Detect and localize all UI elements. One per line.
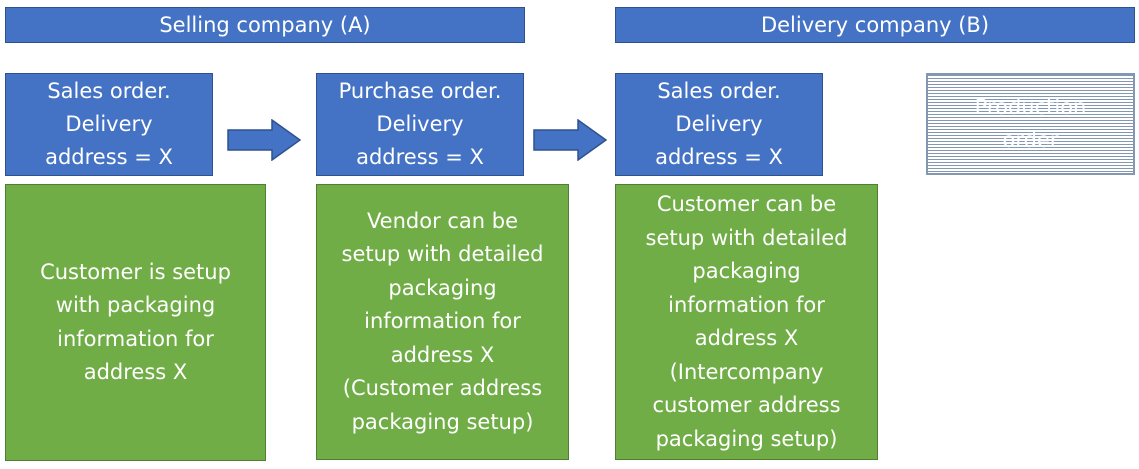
customer-packaging-box: Customer is setup with packaging informa… (5, 184, 266, 461)
production-order-text: Production order (975, 91, 1087, 157)
header-delivery-company: Delivery company (B) (615, 7, 1135, 43)
intercompany-packaging-text: Customer can be setup with detailed pack… (646, 188, 848, 456)
production-order-line-1: Production (974, 95, 1087, 119)
customer-packaging-line-3: information for (57, 326, 214, 351)
vendor-packaging-line-6: (Customer address (342, 376, 543, 401)
vendor-packaging-line-1: Vendor can be (366, 208, 519, 233)
sales-order-b-line-1: Sales order. (657, 79, 781, 103)
sales-order-b-text: Sales order. Delivery address = X (655, 75, 783, 174)
purchase-order-text: Purchase order. Delivery address = X (339, 75, 502, 174)
customer-packaging-text: Customer is setup with packaging informa… (40, 256, 231, 390)
sales-order-b-box: Sales order. Delivery address = X (615, 73, 823, 176)
sales-order-b-line-3: address = X (655, 145, 783, 169)
sales-order-a-line-1: Sales order. (47, 79, 171, 103)
header-delivery-company-label: Delivery company (B) (760, 13, 990, 37)
header-selling-company: Selling company (A) (5, 7, 525, 43)
intercompany-packaging-line-1: Customer can be (656, 192, 837, 216)
vendor-packaging-text: Vendor can be setup with detailed packag… (342, 205, 544, 440)
vendor-packaging-line-5: address X (390, 342, 495, 367)
customer-packaging-line-1: Customer is setup (40, 259, 231, 284)
intercompany-packaging-line-6: (Intercompany (669, 359, 824, 384)
production-order-line-2: order (1002, 128, 1059, 152)
sales-order-a-line-3: address = X (45, 145, 173, 169)
vendor-packaging-line-7: packaging setup) (351, 409, 534, 434)
purchase-order-line-3: address = X (356, 145, 484, 169)
intercompany-packaging-line-5: address X (694, 326, 799, 350)
intercompany-packaging-line-8: packaging setup) (655, 426, 838, 451)
customer-packaging-line-2: with packaging (55, 293, 216, 317)
intercompany-packaging-line-4: information for (668, 292, 825, 317)
vendor-packaging-box: Vendor can be setup with detailed packag… (316, 184, 569, 460)
purchase-order-line-1: Purchase order. (338, 79, 502, 103)
arrow-right-icon (533, 119, 608, 161)
arrow-right-icon (227, 119, 302, 161)
intercompany-packaging-box: Customer can be setup with detailed pack… (615, 184, 878, 460)
sales-order-b-line-2: Delivery (675, 112, 763, 136)
production-order-box: Production order (926, 73, 1135, 175)
sales-order-a-line-2: Delivery (65, 112, 153, 136)
vendor-packaging-line-2: setup with detailed (341, 242, 544, 267)
customer-packaging-line-4: address X (83, 360, 188, 384)
intercompany-packaging-line-2: setup with detailed (645, 225, 848, 250)
sales-order-a-box: Sales order. Delivery address = X (5, 73, 213, 176)
vendor-packaging-line-3: packaging (388, 275, 497, 300)
vendor-packaging-line-4: information for (364, 309, 521, 334)
purchase-order-line-2: Delivery (376, 112, 464, 136)
intercompany-packaging-line-7: customer address (652, 393, 841, 417)
purchase-order-box: Purchase order. Delivery address = X (316, 73, 524, 176)
header-selling-company-label: Selling company (A) (159, 13, 371, 37)
sales-order-a-text: Sales order. Delivery address = X (45, 75, 173, 174)
intercompany-packaging-line-3: packaging (692, 259, 801, 283)
